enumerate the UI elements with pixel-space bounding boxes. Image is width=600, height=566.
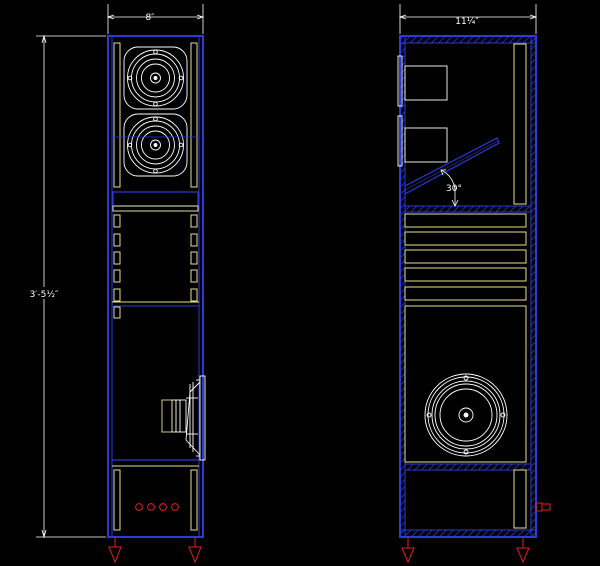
front-height-label: 3′-5½″	[30, 290, 59, 300]
side-upper-drivers	[397, 55, 448, 167]
front-base-brace-left	[113, 469, 121, 531]
side-depth-dimension	[398, 4, 538, 34]
side-rear-brace-top	[513, 43, 527, 205]
side-rear-brace-bottom	[513, 469, 527, 529]
front-base-brace-right	[190, 469, 198, 531]
front-width-dimension	[106, 4, 205, 34]
side-woofer-compartment	[404, 305, 527, 463]
front-top-brace-right	[190, 42, 198, 188]
front-height-label-bg	[24, 287, 64, 299]
front-width-label: 8″	[145, 13, 155, 23]
front-shelf-1-panel	[112, 205, 199, 212]
front-mid-blocks	[113, 214, 198, 319]
side-cabinet-outline	[399, 35, 537, 538]
side-view: 11¼″	[397, 4, 551, 564]
front-top-brace-left	[113, 42, 121, 188]
side-terminal	[535, 502, 551, 512]
side-spike-feet	[401, 537, 530, 564]
front-driver-lower	[123, 113, 188, 177]
front-woofer-profile	[161, 375, 206, 461]
side-slats	[404, 213, 527, 301]
side-slanted-baffle	[404, 137, 500, 196]
terminal-holes	[135, 503, 179, 511]
front-cabinet-outline	[107, 35, 204, 538]
front-shelf-1	[112, 191, 199, 207]
side-woofer	[424, 373, 508, 457]
front-view: 8″ 3′-5½″	[24, 4, 206, 564]
side-depth-label: 11¼″	[455, 17, 479, 27]
baffle-angle-arc	[440, 169, 459, 207]
front-height-dimension	[36, 34, 106, 539]
baffle-angle-label: 30°	[446, 184, 462, 194]
front-spike-feet	[108, 537, 202, 564]
front-driver-upper	[123, 46, 188, 110]
